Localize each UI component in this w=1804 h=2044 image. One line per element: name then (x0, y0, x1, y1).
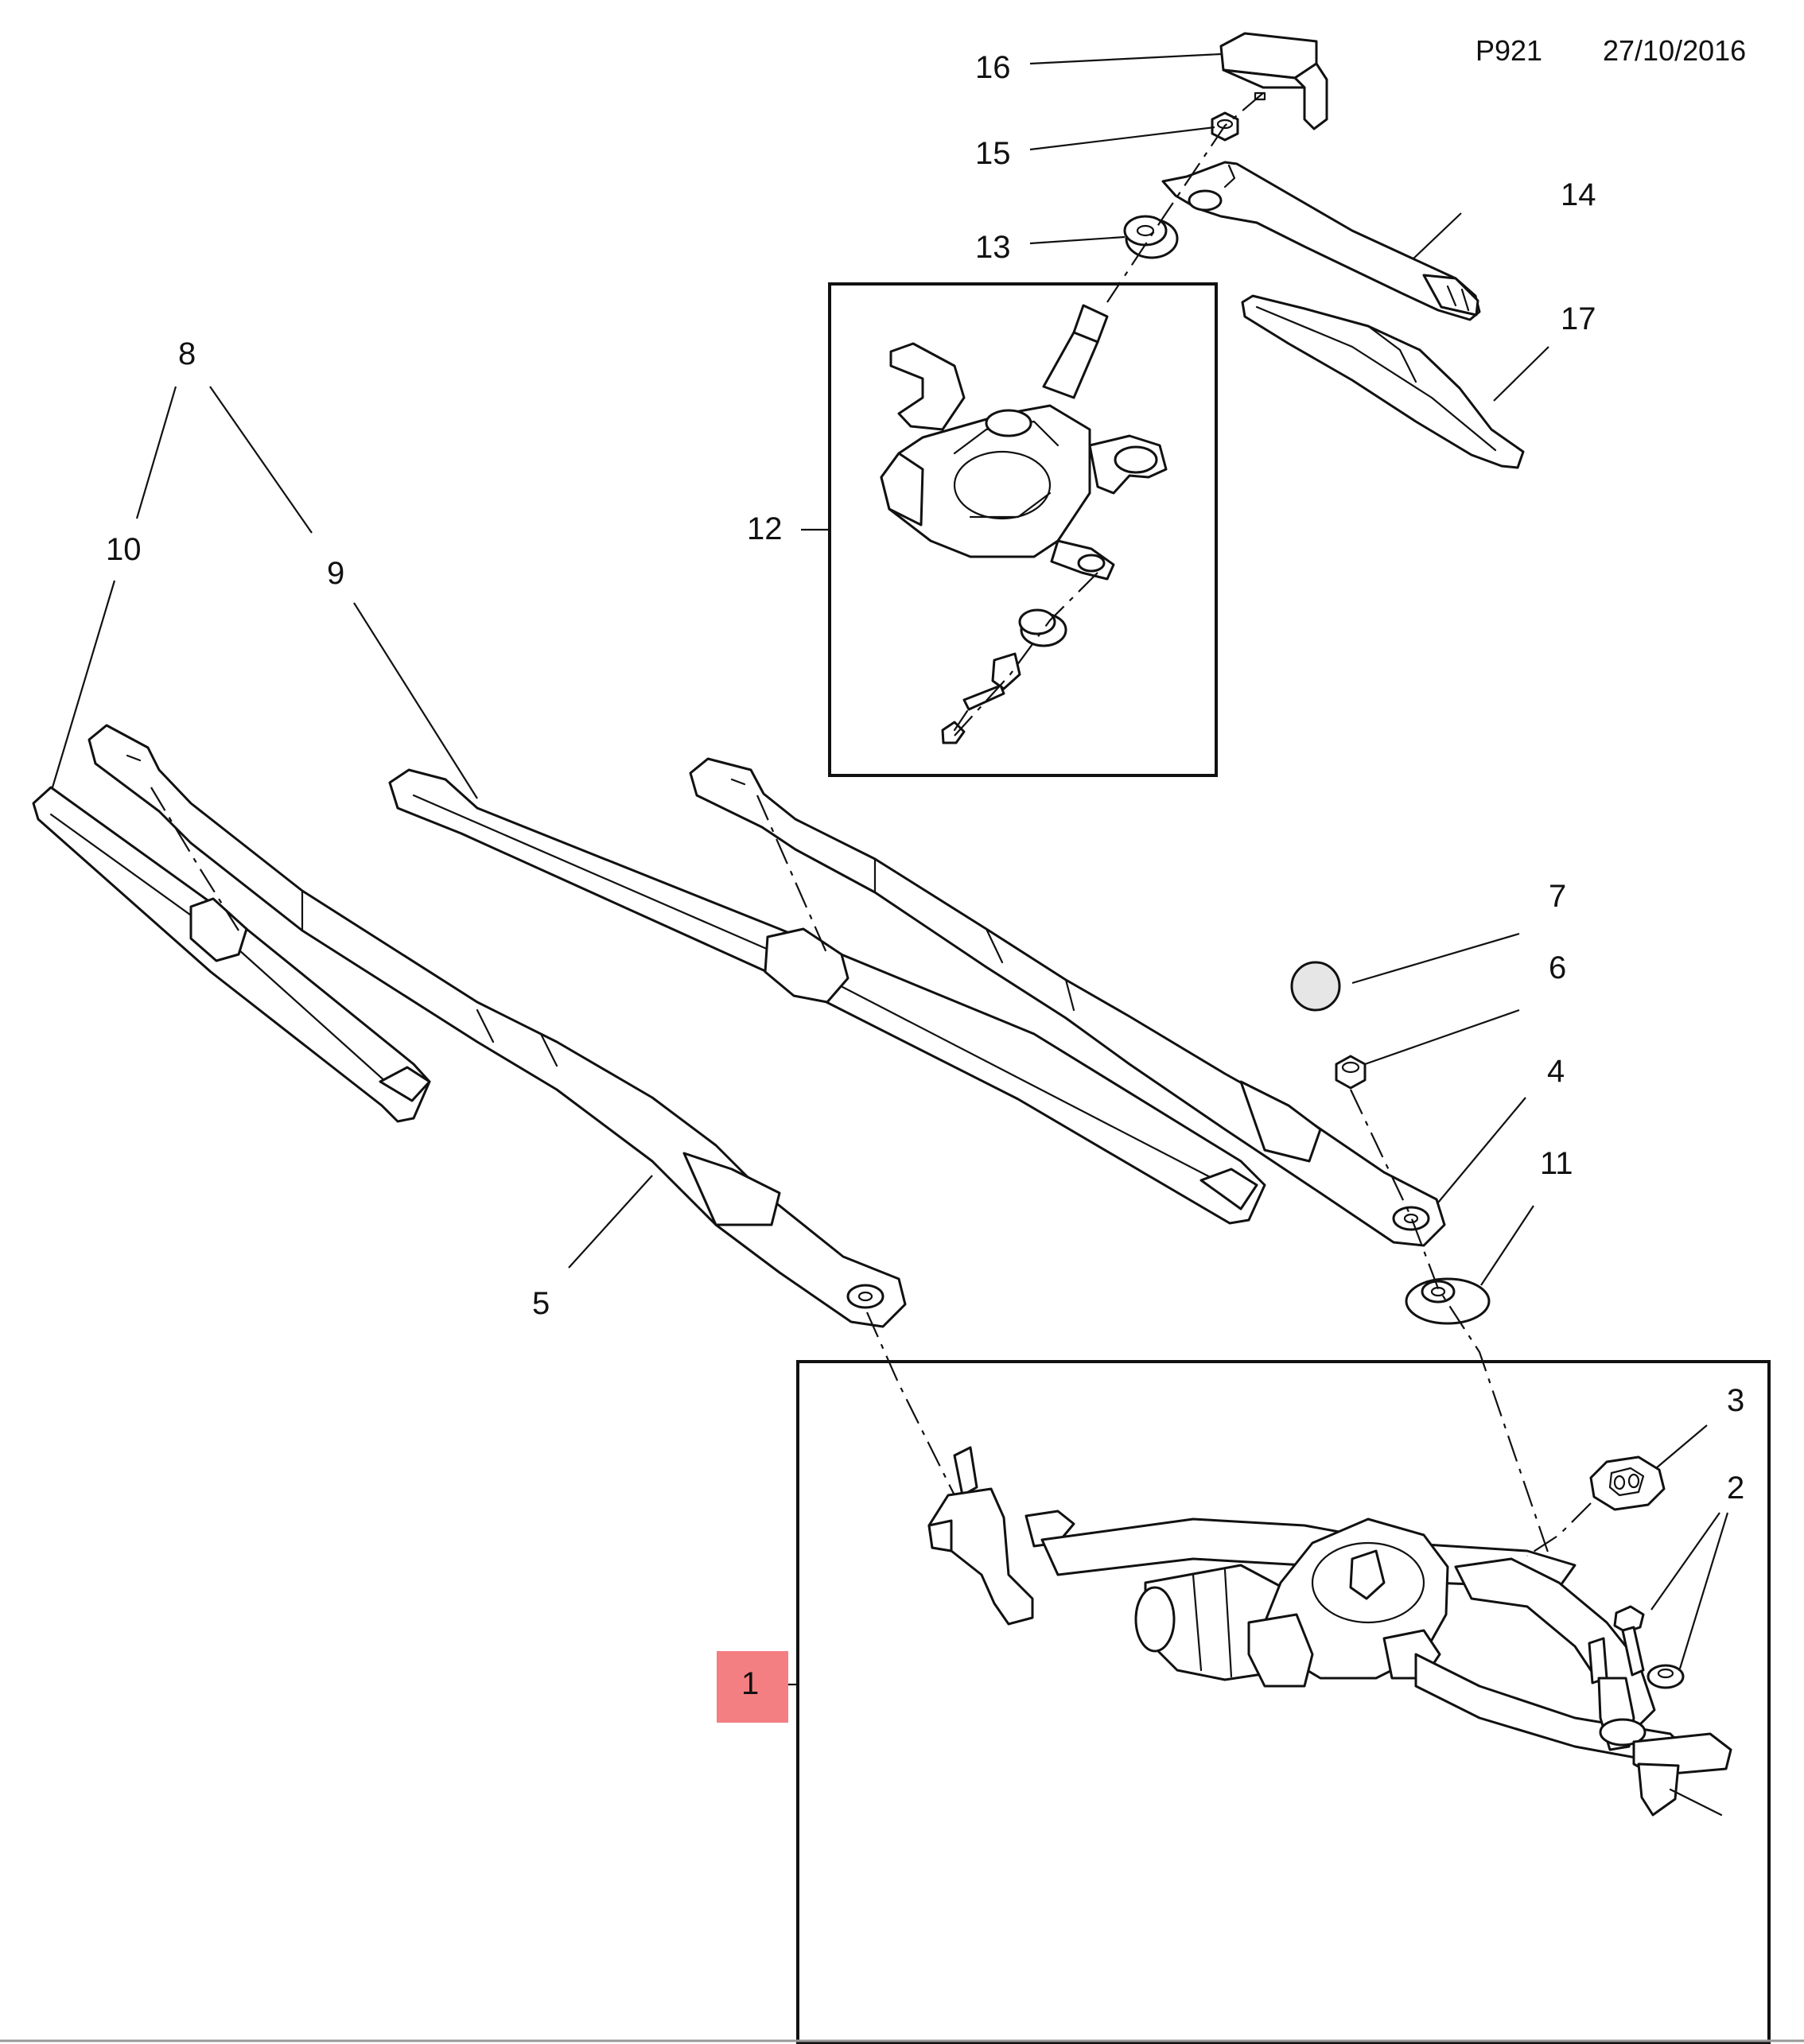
callout-15[interactable]: 15 (975, 136, 1011, 171)
part-2-bolt-and-washer[interactable] (1613, 1605, 1685, 1689)
callout-9[interactable]: 9 (327, 556, 344, 591)
callout-1[interactable]: 1 (741, 1666, 759, 1701)
callout-11[interactable]: 11 (1540, 1146, 1573, 1181)
callout-3[interactable]: 3 (1727, 1383, 1744, 1418)
callout-4[interactable]: 4 (1547, 1054, 1565, 1089)
callout-2[interactable]: 2 (1727, 1471, 1744, 1506)
part-7-nut-cap[interactable] (1290, 961, 1341, 1012)
callout-7[interactable]: 7 (1549, 879, 1566, 914)
part-17-rear-wiper-blade[interactable] (1241, 294, 1525, 469)
callout-17[interactable]: 17 (1561, 301, 1596, 336)
callout-14[interactable]: 14 (1561, 177, 1596, 212)
leader-lines (51, 52, 1729, 1686)
callout-5[interactable]: 5 (532, 1286, 550, 1321)
part-16-cap[interactable] (1219, 32, 1328, 130)
part-5-front-wiper-arm-left[interactable] (87, 724, 907, 1328)
part-14-rear-wiper-arm[interactable] (1161, 161, 1481, 321)
part-11-grommet[interactable] (1405, 1277, 1491, 1325)
callout-16[interactable]: 16 (975, 50, 1011, 85)
callout-8[interactable]: 8 (178, 336, 196, 371)
part-12-rear-wiper-motor[interactable] (880, 304, 1168, 581)
callout-12[interactable]: 12 (747, 511, 783, 546)
part-1-front-wiper-motor-linkage[interactable] (927, 1446, 1732, 1817)
part-3-grommet[interactable] (1589, 1455, 1666, 1511)
diagram-date: 27/10/2016 (1603, 34, 1746, 67)
callout-13[interactable]: 13 (975, 230, 1011, 265)
callout-1-highlight (717, 1651, 788, 1723)
part-6-nut[interactable] (1335, 1055, 1367, 1090)
callout-10[interactable]: 10 (106, 532, 142, 567)
diagram-code: P921 (1475, 34, 1542, 67)
rear-wiper-group (828, 32, 1525, 777)
part-9-front-wiper-blade-right[interactable] (388, 768, 1266, 1225)
part-10-front-wiper-blade-left[interactable] (32, 786, 431, 1123)
part-12-mounting-hardware (941, 572, 1098, 744)
part-1-box (796, 1360, 1771, 2044)
part-13-grommet[interactable] (1123, 215, 1179, 259)
part-4-front-wiper-arm-right[interactable] (689, 757, 1446, 1247)
callout-6[interactable]: 6 (1549, 950, 1566, 985)
